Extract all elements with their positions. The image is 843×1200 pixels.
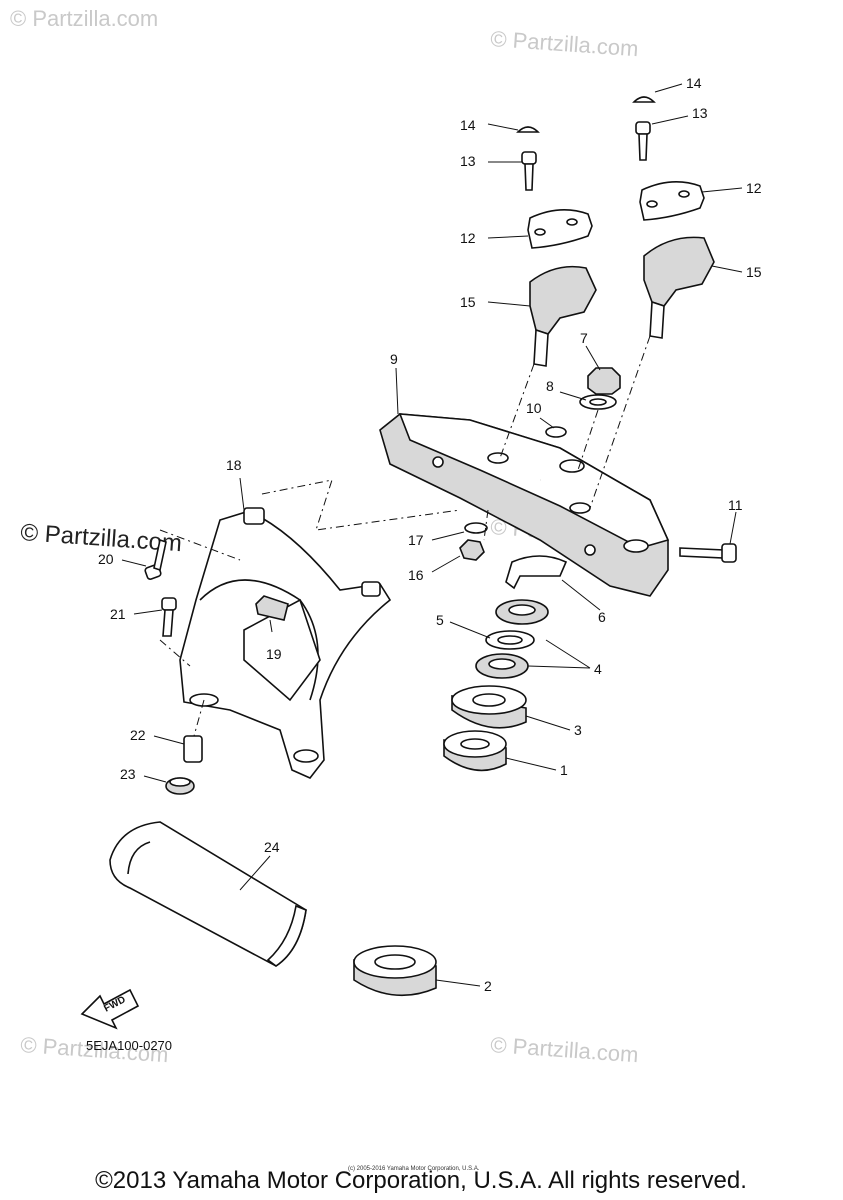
callout-13-right: 13 — [692, 105, 708, 121]
grommet-23 — [165, 777, 195, 795]
callout-1: 1 — [560, 762, 568, 778]
callout-16: 16 — [408, 567, 424, 583]
ring-nut-upper — [495, 599, 549, 625]
pad-19 — [255, 595, 289, 621]
bearing-1 — [443, 730, 507, 772]
fwd-arrow-icon: FWD — [80, 988, 140, 1030]
callout-21: 21 — [110, 606, 126, 622]
callout-9: 9 — [390, 351, 398, 367]
bolt-20 — [144, 538, 167, 580]
callout-15-right: 15 — [746, 264, 762, 280]
callout-18: 18 — [226, 457, 242, 473]
upper-bracket — [379, 413, 670, 597]
watermark: © Partzilla.com — [10, 6, 158, 31]
plug-10 — [545, 426, 567, 438]
callout-10: 10 — [526, 400, 542, 416]
callout-22: 22 — [130, 727, 146, 743]
collar-22 — [183, 735, 203, 763]
cap-right — [632, 96, 656, 103]
callout-6: 6 — [598, 609, 606, 625]
lower-bracket — [179, 507, 392, 779]
tiny-notice: (c) 2005-2016 Yamaha Motor Corporation, … — [348, 1166, 480, 1172]
lower-holder-left — [529, 265, 597, 367]
callout-19: 19 — [266, 646, 282, 662]
callout-8: 8 — [546, 378, 554, 394]
cap-left — [516, 126, 540, 133]
callout-15-left: 15 — [460, 294, 476, 310]
upper-holder-right — [639, 181, 705, 221]
watermark: © Partzilla.com — [490, 1032, 640, 1067]
pinch-bolt — [679, 543, 737, 563]
callout-17: 17 — [408, 532, 424, 548]
callout-2: 2 — [484, 978, 492, 994]
upper-holder-left — [527, 209, 593, 249]
callout-5: 5 — [436, 612, 444, 628]
callout-4: 4 — [594, 661, 602, 677]
bolt-left — [521, 151, 537, 191]
copyright-footer: ©2013 Yamaha Motor Corporation, U.S.A. A… — [95, 1167, 747, 1194]
diagram-code: 5EJA100-0270 — [86, 1038, 172, 1053]
callout-13-left: 13 — [460, 153, 476, 169]
callout-20: 20 — [98, 551, 114, 567]
watermark: © Partzilla.com — [490, 26, 640, 61]
lower-holder-right — [643, 236, 715, 339]
bolt-right — [635, 121, 651, 161]
washer-17 — [464, 522, 488, 534]
callout-14-right: 14 — [686, 75, 702, 91]
lock-washer-6 — [505, 555, 568, 590]
washer-8 — [579, 394, 617, 410]
ring-nut-lower — [475, 653, 529, 679]
bolt-21 — [161, 597, 177, 637]
callout-12-left: 12 — [460, 230, 476, 246]
steering-nut — [587, 367, 621, 395]
callout-7: 7 — [580, 330, 588, 346]
callout-11: 11 — [728, 497, 743, 513]
callout-23: 23 — [120, 766, 136, 782]
washer-5 — [485, 630, 535, 650]
nut-16 — [459, 539, 485, 561]
cover-24 — [109, 821, 307, 967]
callout-14-left: 14 — [460, 117, 476, 133]
callout-24: 24 — [264, 839, 280, 855]
bearing-3 — [451, 685, 527, 729]
callout-12-right: 12 — [746, 180, 762, 196]
bearing-2 — [353, 945, 437, 997]
callout-3: 3 — [574, 722, 582, 738]
